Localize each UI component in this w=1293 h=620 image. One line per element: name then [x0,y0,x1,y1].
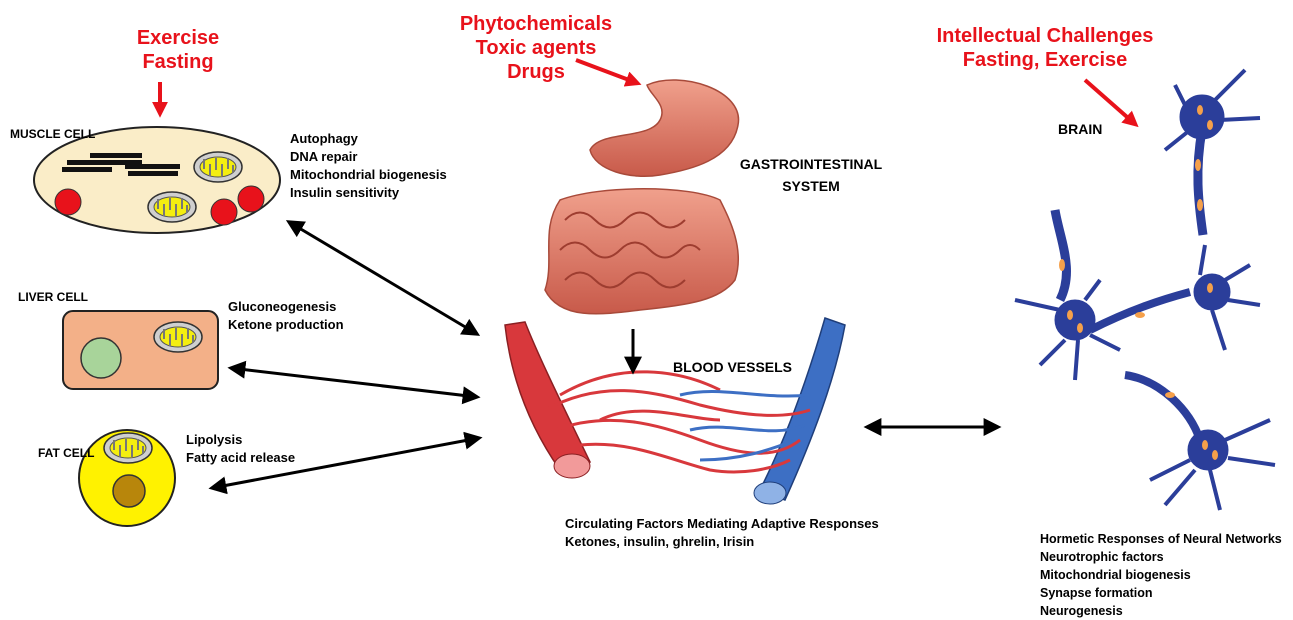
liver-response-1: Gluconeogenesis [228,298,344,316]
muscle-cell-label: MUSCLE CELL [10,125,95,143]
muscle-responses: Autophagy DNA repair Mitochondrial bioge… [290,130,447,202]
brain-stimuli: Intellectual Challenges Fasting, Exercis… [935,24,1155,72]
gut-label: GASTROINTESTINAL SYSTEM [736,153,886,197]
gut-stimuli: Phytochemicals Toxic agents Drugs [446,12,626,84]
fat-response-1: Lipolysis [186,431,295,449]
fat-response-2: Fatty acid release [186,449,295,467]
brain-stimulus-2: Fasting, Exercise [935,48,1155,72]
fat-responses: Lipolysis Fatty acid release [186,431,295,467]
gastrointestinal-illustration [545,80,739,314]
liver-vessel-arrow [231,368,477,397]
brain-responses: Hormetic Responses of Neural Networks Ne… [1040,530,1282,620]
blood-vessels-label: BLOOD VESSELS [673,358,792,376]
liver-responses: Gluconeogenesis Ketone production [228,298,344,334]
brain-stimulus-arrow [1085,80,1135,124]
brain-response-3: Mitochondrial biogenesis [1040,566,1282,584]
muscle-response-1: Autophagy [290,130,447,148]
liver-response-2: Ketone production [228,316,344,334]
circulating-factors-title: Circulating Factors Mediating Adaptive R… [565,515,879,533]
gut-label-line-1: GASTROINTESTINAL [736,153,886,175]
muscle-response-3: Mitochondrial biogenesis [290,166,447,184]
brain-response-5: Neurogenesis [1040,602,1282,620]
neuron-network-illustration [1015,70,1275,510]
brain-response-4: Synapse formation [1040,584,1282,602]
muscle-stimuli: Exercise Fasting [123,26,233,74]
circulating-factors: Circulating Factors Mediating Adaptive R… [565,515,879,551]
fat-cell-label: FAT CELL [38,444,94,462]
muscle-stimulus-1: Exercise [123,26,233,50]
liver-cell [63,311,218,389]
brain-response-1: Hormetic Responses of Neural Networks [1040,530,1282,548]
gut-stimulus-2: Toxic agents [446,36,626,60]
muscle-stimulus-2: Fasting [123,50,233,74]
liver-cell-label: LIVER CELL [18,288,88,306]
muscle-response-4: Insulin sensitivity [290,184,447,202]
gut-label-line-2: SYSTEM [736,175,886,197]
circulating-factors-list: Ketones, insulin, ghrelin, Irisin [565,533,879,551]
gut-stimulus-3: Drugs [446,60,626,84]
gut-stimulus-1: Phytochemicals [446,12,626,36]
blood-vessels-illustration [505,318,845,504]
brain-response-2: Neurotrophic factors [1040,548,1282,566]
brain-stimulus-1: Intellectual Challenges [935,24,1155,48]
muscle-response-2: DNA repair [290,148,447,166]
brain-label: BRAIN [1058,120,1102,138]
